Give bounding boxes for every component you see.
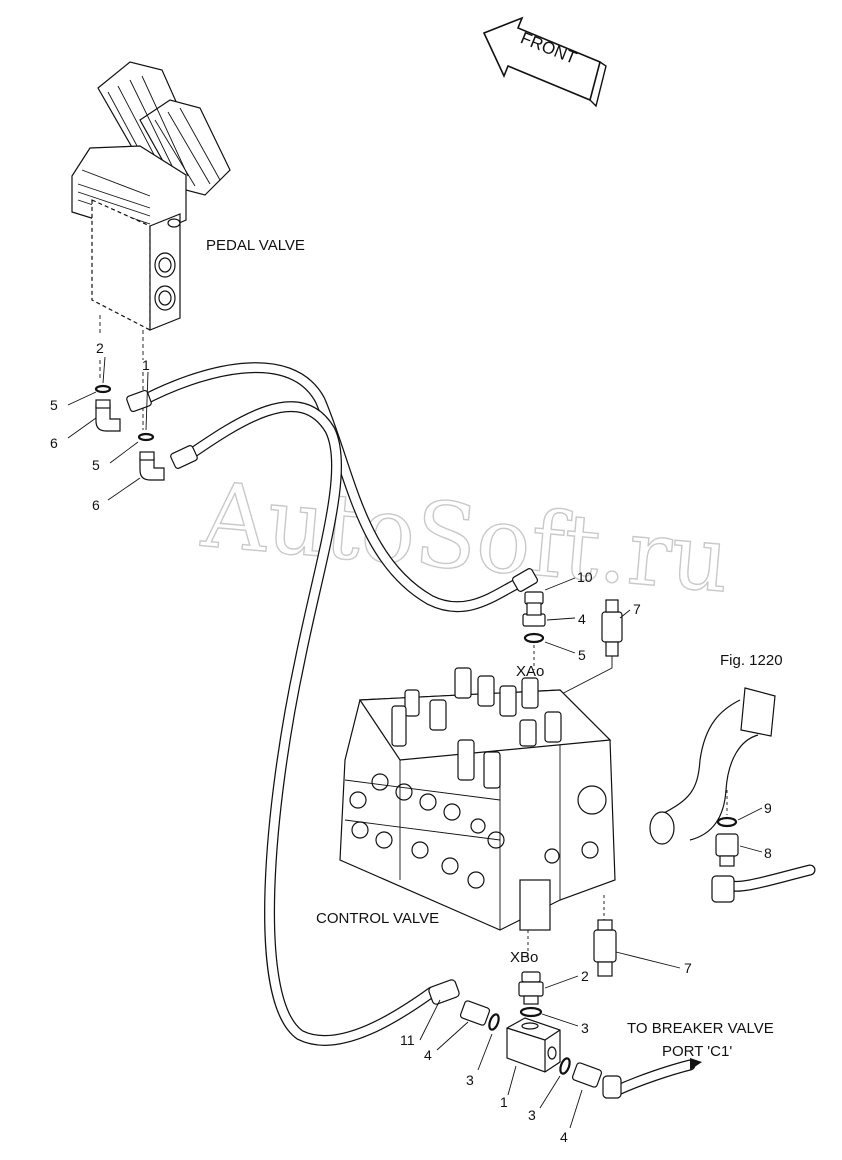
callout-right-9: 9: [764, 800, 772, 816]
xbo-fittings: XBo TO BREAKER VALVE PORT 'C1': [459, 949, 774, 1099]
pedal-valve: PEDAL VALVE: [71, 61, 305, 331]
control-valve: CONTROL VALVE: [316, 667, 616, 960]
callout-pedal-2: 2: [96, 340, 104, 356]
callout-bottom-11: 11: [400, 1032, 415, 1048]
hoses: [126, 362, 702, 1096]
pedal-valve-label: PEDAL VALVE: [206, 237, 305, 254]
callout-pedal-5a: 5: [50, 397, 58, 413]
callout-bottom-1: 1: [500, 1094, 508, 1110]
leader-lines: [102, 356, 763, 1129]
callout-pedal-6a: 6: [50, 435, 58, 451]
watermark: AutoSoft.ru: [197, 463, 733, 614]
return-pipe-assembly: Fig. 1220: [649, 652, 816, 903]
callout-numbers: 2 1 5 6 5 6 10 4 5 7 9 8 7 2 3 11 4 3 1 …: [50, 340, 772, 1145]
callout-bottom-4b: 4: [560, 1129, 568, 1145]
pressure-switch-lower: [593, 919, 617, 977]
breaker-valve-line1: TO BREAKER VALVE: [627, 1020, 774, 1037]
callout-bottom-3a: 3: [466, 1072, 474, 1088]
callout-right-8: 8: [764, 845, 772, 861]
xao-label: XAo: [516, 663, 544, 680]
callout-xao-4: 4: [578, 611, 586, 627]
callout-xao-7: 7: [633, 601, 641, 617]
callout-xao-10: 10: [577, 569, 593, 585]
control-valve-label: CONTROL VALVE: [316, 910, 439, 927]
front-arrow: FRONT: [482, 16, 607, 108]
xbo-label: XBo: [510, 949, 538, 966]
fig-ref-label: Fig. 1220: [720, 652, 783, 669]
callout-lower-7: 7: [684, 960, 692, 976]
callout-pedal-1: 1: [142, 357, 150, 373]
callout-pedal-6b: 6: [92, 497, 100, 513]
callout-bottom-3b: 3: [528, 1107, 536, 1123]
breaker-valve-line2: PORT 'C1': [662, 1043, 732, 1060]
xao-fittings: XAo: [516, 591, 623, 701]
callout-xao-5: 5: [578, 647, 586, 663]
callout-bottom-4a: 4: [424, 1047, 432, 1063]
callout-pedal-5b: 5: [92, 457, 100, 473]
callout-xbo-2: 2: [581, 968, 589, 984]
callout-xbo-3: 3: [581, 1020, 589, 1036]
pedal-fittings: [67, 315, 165, 501]
